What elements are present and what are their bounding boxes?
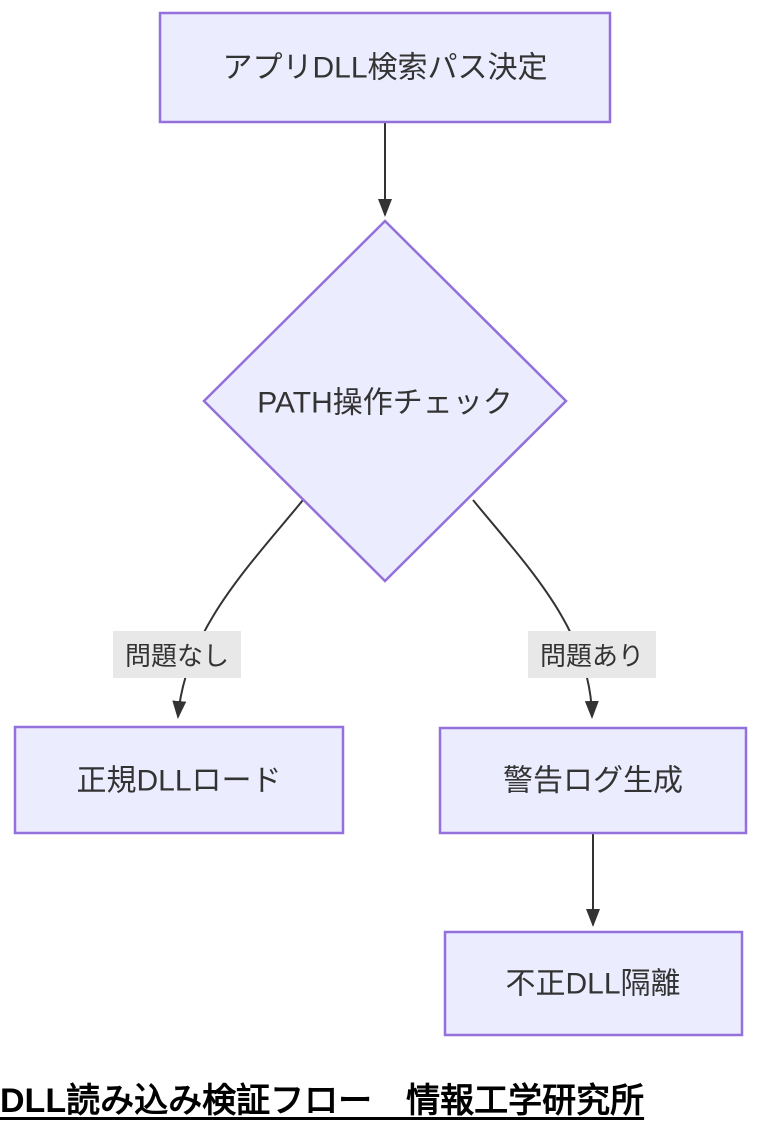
node-load-label: 正規DLLロード: [76, 765, 281, 798]
node-decision-diamond: [202, 219, 568, 583]
edge-label-ok-background: [113, 631, 241, 678]
edge-decision-to-load: [172, 499, 304, 719]
node-load-box: [13, 725, 345, 835]
edge-label-ng-text: 問題あり: [540, 641, 644, 671]
edge-label-ok-text: 問題なし: [125, 641, 229, 671]
node-decision-label: PATH操作チェック: [257, 387, 513, 420]
node-decision: PATH操作チェック: [202, 219, 568, 583]
edge-label-ok: 問題なし: [113, 631, 241, 678]
node-warn-label: 警告ログ生成: [503, 765, 683, 798]
node-warn: 警告ログ生成: [438, 726, 748, 835]
edge-label-ng-background: [528, 631, 656, 678]
node-load: 正規DLLロード: [13, 725, 345, 835]
node-quarantine-box: [443, 930, 744, 1037]
edge-label-ng: 問題あり: [528, 631, 656, 678]
node-start-box: [158, 11, 612, 124]
diagram-caption: DLL読み込み検証フロー 情報工学研究所: [0, 1082, 645, 1120]
edge-decision-to-warn: [472, 499, 599, 719]
node-warn-box: [438, 726, 748, 835]
node-quarantine: 不正DLL隔離: [443, 930, 744, 1037]
node-quarantine-label: 不正DLL隔離: [505, 968, 680, 1001]
node-start: アプリDLL検索パス決定: [158, 11, 612, 124]
node-start-label: アプリDLL検索パス決定: [222, 52, 547, 85]
